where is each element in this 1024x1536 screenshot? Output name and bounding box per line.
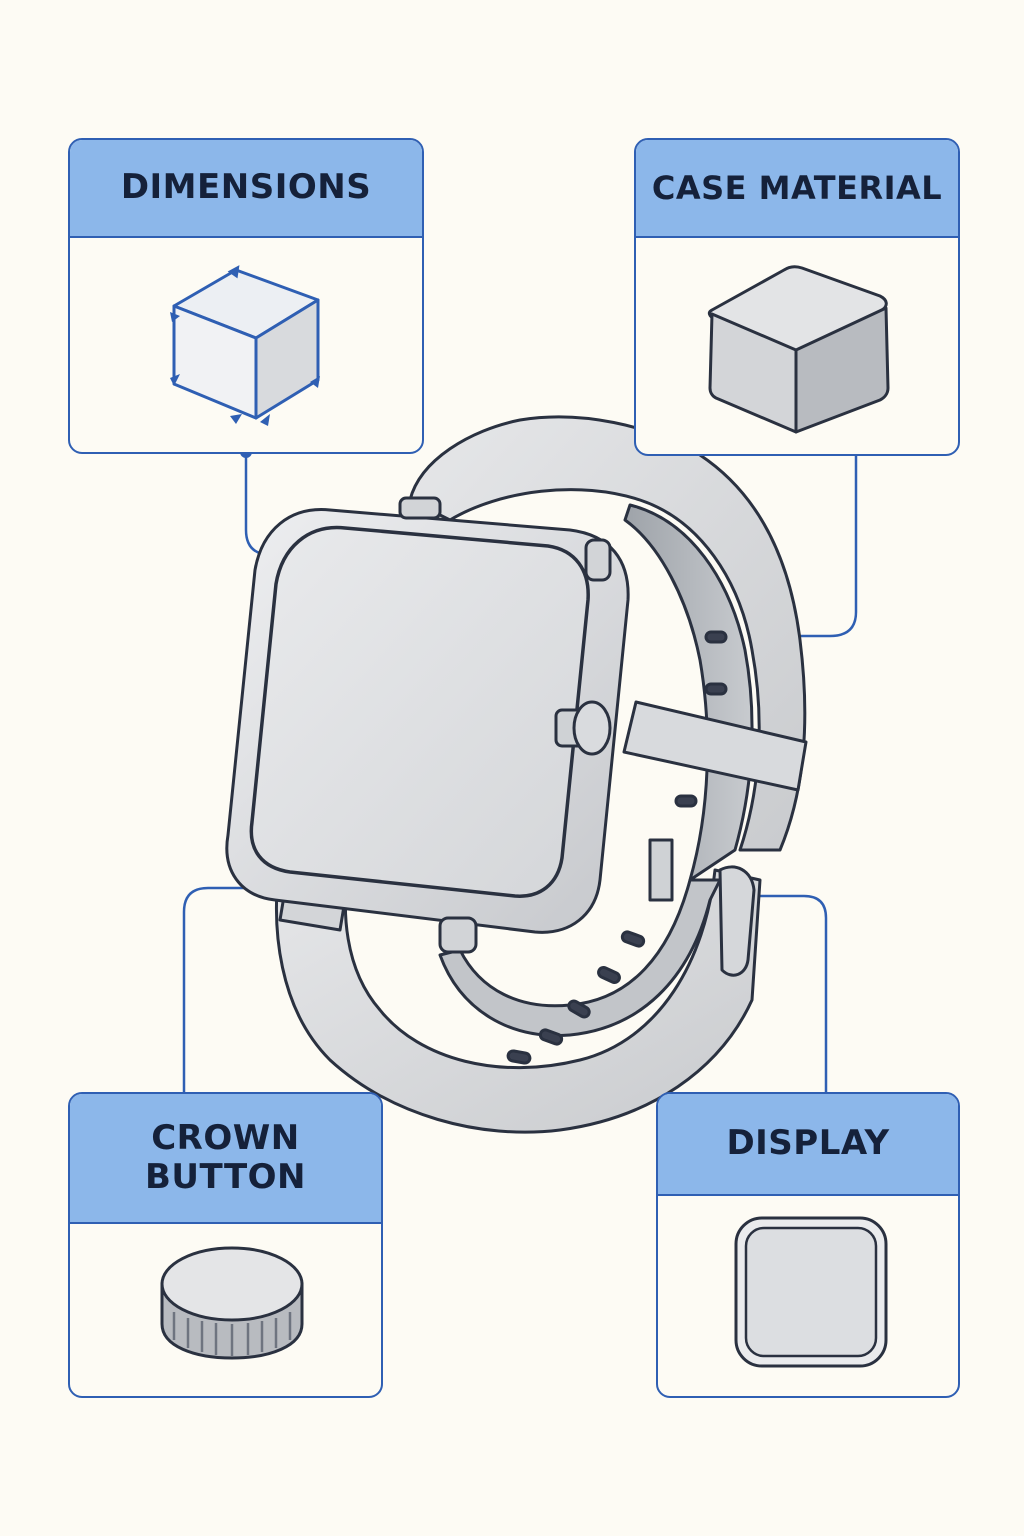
- display-panel-icon: [734, 1216, 888, 1368]
- callout-title-crown-button: CROWN BUTTON: [144, 1117, 307, 1197]
- inner-strap-surface: [623, 503, 754, 882]
- strap-buckle: [718, 865, 756, 977]
- callout-header: DISPLAY: [658, 1094, 958, 1196]
- callout-header: DIMENSIONS: [70, 140, 422, 238]
- crown-knob-icon: [160, 1246, 304, 1360]
- callout-dimensions: DIMENSIONS: [68, 138, 424, 454]
- lower-strap: [275, 858, 762, 1134]
- strap-holes: [506, 630, 728, 1065]
- material-block-icon: [707, 265, 890, 434]
- dimension-cube-icon: [170, 265, 320, 426]
- connector-display: [752, 894, 828, 1092]
- connector-crown-button: [182, 886, 270, 1092]
- watch-screen: [249, 525, 590, 898]
- callout-display: DISPLAY: [656, 1092, 960, 1398]
- callout-title-case-material: CASE MATERIAL: [651, 168, 943, 207]
- case-lug-top-right: [584, 538, 612, 582]
- case-lug-bottom-right: [438, 916, 478, 954]
- callout-header: CROWN BUTTON: [70, 1094, 381, 1224]
- callout-header: CASE MATERIAL: [636, 140, 958, 238]
- callout-title-dimensions: DIMENSIONS: [120, 167, 372, 208]
- callout-crown-button: CROWN BUTTON: [68, 1092, 383, 1398]
- callout-case-material: CASE MATERIAL: [634, 138, 960, 456]
- strap-keeper: [622, 700, 808, 792]
- watch-crown-cap: [572, 700, 612, 756]
- callout-title-display: DISPLAY: [726, 1123, 890, 1164]
- lower-strap-inner: [438, 878, 722, 1038]
- buckle-prong: [648, 838, 674, 902]
- connector-case-material: [800, 456, 858, 638]
- case-lug-top-left: [398, 496, 442, 520]
- smartwatch-illustration: [225, 415, 808, 1134]
